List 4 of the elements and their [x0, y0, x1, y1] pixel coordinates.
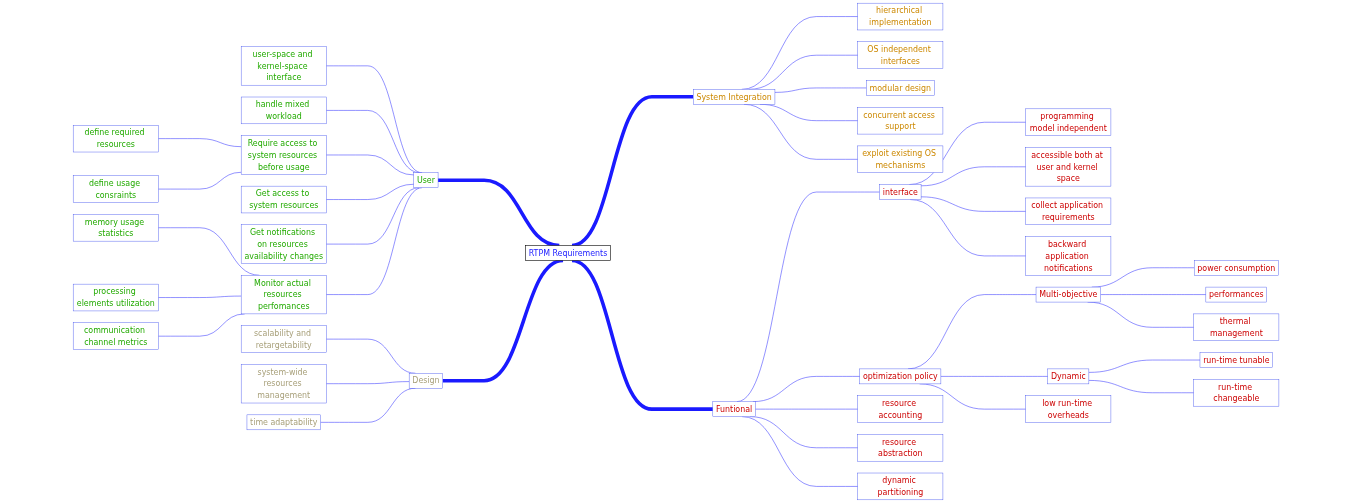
connector [438, 178, 561, 248]
connector [443, 258, 564, 383]
connector [571, 258, 714, 411]
connector [571, 95, 694, 248]
